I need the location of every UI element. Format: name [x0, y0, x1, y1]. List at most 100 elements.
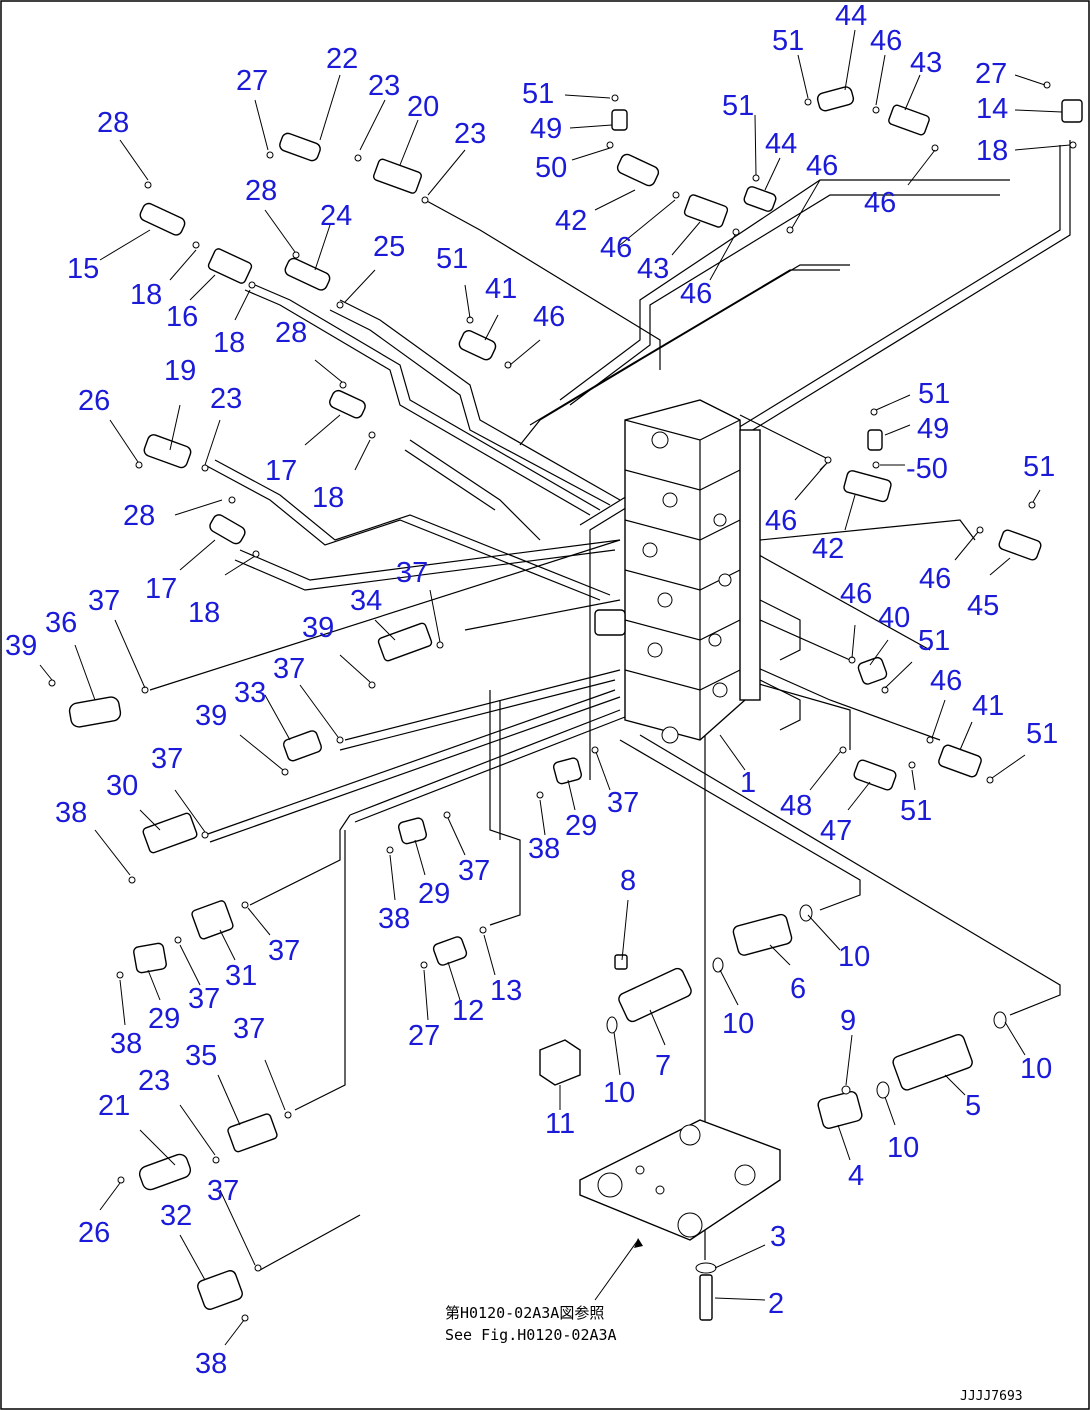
callout-40: 40 [878, 602, 910, 634]
callout-43: 43 [910, 47, 942, 79]
callout-37: 37 [273, 653, 305, 685]
callout-28: 28 [123, 500, 155, 532]
callout-37: 37 [207, 1175, 239, 1207]
callout-50: -50 [906, 453, 948, 485]
callout-46: 46 [930, 665, 962, 697]
callout-34: 34 [350, 585, 382, 617]
callout-33: 33 [234, 677, 266, 709]
callout-13: 13 [490, 975, 522, 1007]
callout-38: 38 [195, 1348, 227, 1380]
callout-22: 22 [326, 43, 358, 75]
base-plate [579, 1119, 781, 1241]
callout-32: 32 [160, 1200, 192, 1232]
callout-14: 14 [976, 93, 1008, 125]
callout-37: 37 [188, 983, 220, 1015]
callout-38: 38 [110, 1028, 142, 1060]
callout-8: 8 [620, 865, 636, 897]
callout-20: 20 [407, 91, 439, 123]
callout-43: 43 [637, 253, 669, 285]
callout-1: 1 [740, 767, 756, 799]
reference-caption-en: See Fig.H0120-02A3A [445, 1326, 617, 1344]
callout-37: 37 [607, 787, 639, 819]
callout-27: 27 [236, 65, 268, 97]
callout-37: 37 [396, 557, 428, 589]
callout-26: 26 [78, 385, 110, 417]
callout-36: 36 [45, 607, 77, 639]
callout-37: 37 [458, 855, 490, 887]
callout-51: 51 [918, 625, 950, 657]
callout-46: 46 [680, 278, 712, 310]
callout-47: 47 [820, 815, 852, 847]
control-valve-block [594, 399, 761, 744]
callout-7: 7 [655, 1050, 671, 1082]
callout-23: 23 [210, 383, 242, 415]
callout-31: 31 [225, 960, 257, 992]
callout-5: 5 [965, 1090, 981, 1122]
callout-44: 44 [765, 128, 797, 160]
callout-51: 51 [772, 25, 804, 57]
callout-9: 9 [840, 1005, 856, 1037]
reference-caption-jp: 第H0120-02A3A図参照 [445, 1304, 604, 1322]
callout-38: 38 [528, 833, 560, 865]
callout-28: 28 [275, 317, 307, 349]
callout-46: 46 [806, 150, 838, 182]
o-rings [48, 81, 1077, 1322]
callout-37: 37 [151, 743, 183, 775]
callout-27: 27 [975, 58, 1007, 90]
callout-38: 38 [55, 797, 87, 829]
callout-18: 18 [976, 135, 1008, 167]
callout-51: 51 [522, 78, 554, 110]
callout-15: 15 [67, 253, 99, 285]
callout-27: 27 [408, 1020, 440, 1052]
callout-26: 26 [78, 1217, 110, 1249]
callout-51: 51 [436, 243, 468, 275]
callout-37: 37 [88, 585, 120, 617]
callout-39: 39 [5, 630, 37, 662]
callout-10: 10 [838, 941, 870, 973]
callout-37: 37 [233, 1013, 265, 1045]
callout-18: 18 [130, 279, 162, 311]
callout-29: 29 [148, 1003, 180, 1035]
callout-11: 11 [545, 1108, 575, 1140]
callout-35: 35 [185, 1040, 217, 1072]
callout-10: 10 [603, 1077, 635, 1109]
callout-labels: 28 27 22 23 20 23 51 49 50 51 44 46 43 2… [5, 0, 1058, 1380]
callout-10: 10 [887, 1132, 919, 1164]
callout-42: 42 [555, 205, 587, 237]
callout-51: 51 [722, 90, 754, 122]
callout-50: 50 [535, 152, 567, 184]
callout-4: 4 [848, 1160, 864, 1192]
callout-49: 49 [530, 113, 562, 145]
callout-16: 16 [166, 301, 198, 333]
callout-41: 41 [972, 690, 1004, 722]
callout-23: 23 [368, 70, 400, 102]
callout-29: 29 [418, 878, 450, 910]
callout-23: 23 [138, 1065, 170, 1097]
callout-3: 3 [770, 1221, 786, 1253]
callout-42: 42 [812, 533, 844, 565]
callout-46: 46 [840, 578, 872, 610]
callout-46: 46 [870, 25, 902, 57]
callout-41: 41 [485, 273, 517, 305]
callout-18: 18 [312, 482, 344, 514]
callout-23: 23 [454, 118, 486, 150]
callout-28: 28 [245, 175, 277, 207]
callout-48: 48 [780, 790, 812, 822]
callout-24: 24 [320, 200, 352, 232]
callout-45: 45 [967, 590, 999, 622]
callout-51: 51 [918, 378, 950, 410]
callout-51: 51 [900, 795, 932, 827]
callout-39: 39 [302, 612, 334, 644]
callout-12: 12 [452, 995, 484, 1027]
callout-30: 30 [106, 770, 138, 802]
callout-25: 25 [373, 231, 405, 263]
callout-46: 46 [919, 563, 951, 595]
callout-37: 37 [268, 935, 300, 967]
callout-39: 39 [195, 700, 227, 732]
fittings [68, 86, 1083, 1321]
callout-29: 29 [565, 810, 597, 842]
callout-46: 46 [533, 301, 565, 333]
callout-51: 51 [1023, 451, 1055, 483]
callout-10: 10 [722, 1008, 754, 1040]
